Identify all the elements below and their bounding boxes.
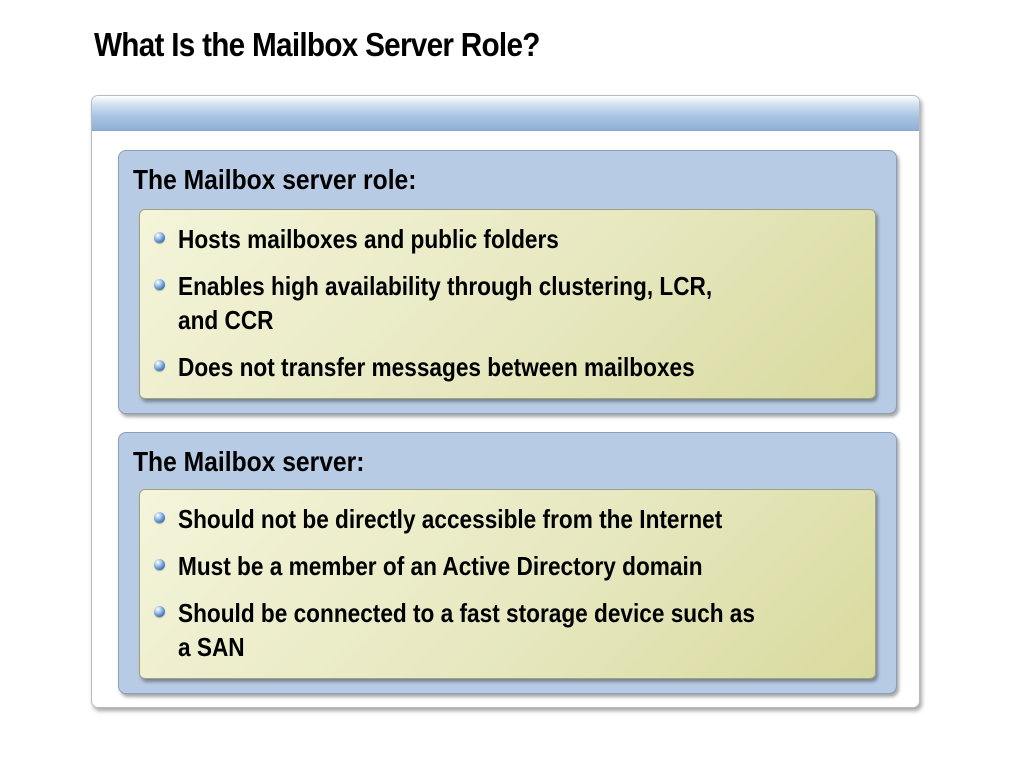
bullet-box: Hosts mailboxes and public folders Enabl… xyxy=(139,209,876,399)
frame-header-bar xyxy=(92,96,919,131)
bullet-text: Should not be directly accessible from t… xyxy=(178,504,723,534)
sphere-bullet-icon xyxy=(154,559,165,570)
list-item: Enables high availability through cluste… xyxy=(154,269,854,337)
list-item: Should be connected to a fast storage de… xyxy=(154,596,854,664)
sphere-bullet-icon xyxy=(154,279,165,290)
bullet-text: Must be a member of an Active Directory … xyxy=(178,551,703,581)
sphere-bullet-icon xyxy=(154,360,165,371)
list-item: Hosts mailboxes and public folders xyxy=(154,222,854,256)
sphere-bullet-icon xyxy=(154,512,165,523)
bullet-list: Should not be directly accessible from t… xyxy=(154,502,854,677)
sphere-bullet-icon xyxy=(154,606,165,617)
list-item: Must be a member of an Active Directory … xyxy=(154,549,854,583)
bullet-text: Does not transfer messages between mailb… xyxy=(178,352,695,382)
sphere-bullet-icon xyxy=(154,232,165,243)
list-item: Does not transfer messages between mailb… xyxy=(154,350,854,384)
list-item: Should not be directly accessible from t… xyxy=(154,502,854,536)
bullet-box: Should not be directly accessible from t… xyxy=(139,489,876,679)
content-frame: The Mailbox server role: Hosts mailboxes… xyxy=(91,95,920,708)
section-mailbox-server-role: The Mailbox server role: Hosts mailboxes… xyxy=(118,150,897,414)
section-heading: The Mailbox server: xyxy=(133,446,365,477)
slide-title: What Is the Mailbox Server Role? xyxy=(94,26,540,63)
bullet-list: Hosts mailboxes and public folders Enabl… xyxy=(154,222,854,397)
bullet-text: Hosts mailboxes and public folders xyxy=(178,224,559,254)
section-mailbox-server: The Mailbox server: Should not be direct… xyxy=(118,432,897,694)
section-heading: The Mailbox server role: xyxy=(133,164,417,195)
bullet-text: Should be connected to a fast storage de… xyxy=(178,598,755,662)
bullet-text: Enables high availability through cluste… xyxy=(178,271,713,335)
